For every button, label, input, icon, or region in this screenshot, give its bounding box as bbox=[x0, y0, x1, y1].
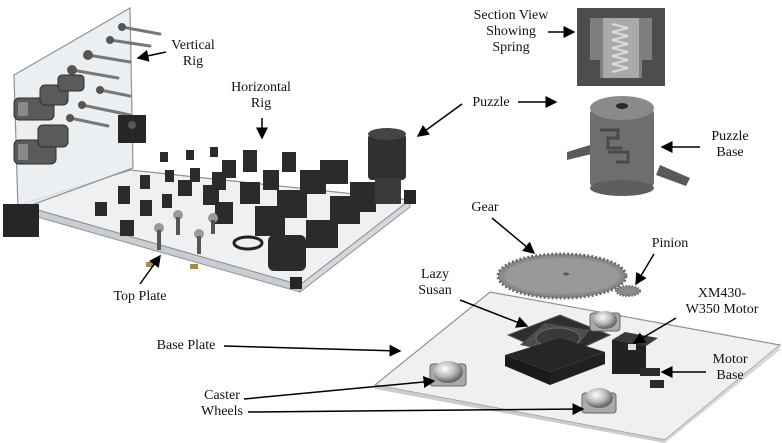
label-gear: Gear bbox=[471, 200, 499, 215]
label-horizontal-rig: Horizontal Rig bbox=[231, 80, 291, 111]
label-puzzle: Puzzle bbox=[472, 95, 510, 110]
arrow-puzzle-left bbox=[416, 103, 463, 137]
leader-arrows bbox=[136, 26, 706, 416]
arrow-caster-2 bbox=[247, 403, 585, 416]
arrow-lazy-susan bbox=[459, 299, 529, 328]
arrow-caster-1 bbox=[243, 376, 436, 400]
arrow-base-plate bbox=[223, 344, 402, 357]
arrow-gear bbox=[491, 217, 536, 254]
label-pinion: Pinion bbox=[651, 236, 689, 251]
section-view bbox=[577, 8, 665, 86]
label-motor: XM430- W350 Motor bbox=[685, 286, 759, 317]
motor-mount bbox=[505, 338, 605, 385]
horizontal-rig bbox=[95, 128, 416, 289]
arrow-motor bbox=[632, 317, 677, 344]
gear-part bbox=[496, 252, 628, 300]
arrow-pinion bbox=[635, 253, 655, 286]
caster-wheels-parts bbox=[429, 311, 664, 414]
label-puzzle-base: Puzzle Base bbox=[711, 129, 749, 160]
pinion-part bbox=[615, 285, 641, 297]
label-lazy-susan: Lazy Susan bbox=[418, 267, 452, 298]
label-vertical-rig: Vertical Rig bbox=[171, 38, 215, 69]
label-motor-base: Motor Base bbox=[712, 352, 748, 383]
motor-base-part bbox=[640, 368, 660, 376]
arrow-vertical-rig bbox=[136, 49, 167, 62]
label-top-plate: Top Plate bbox=[113, 289, 167, 304]
puzzle-base-part bbox=[567, 96, 690, 196]
label-base-plate: Base Plate bbox=[156, 338, 216, 353]
label-section-view: Section View Showing Spring bbox=[473, 8, 549, 55]
label-caster-wheels: Caster Wheels bbox=[201, 388, 243, 419]
arrow-top-plate bbox=[139, 254, 161, 285]
vertical-rig bbox=[3, 6, 162, 237]
